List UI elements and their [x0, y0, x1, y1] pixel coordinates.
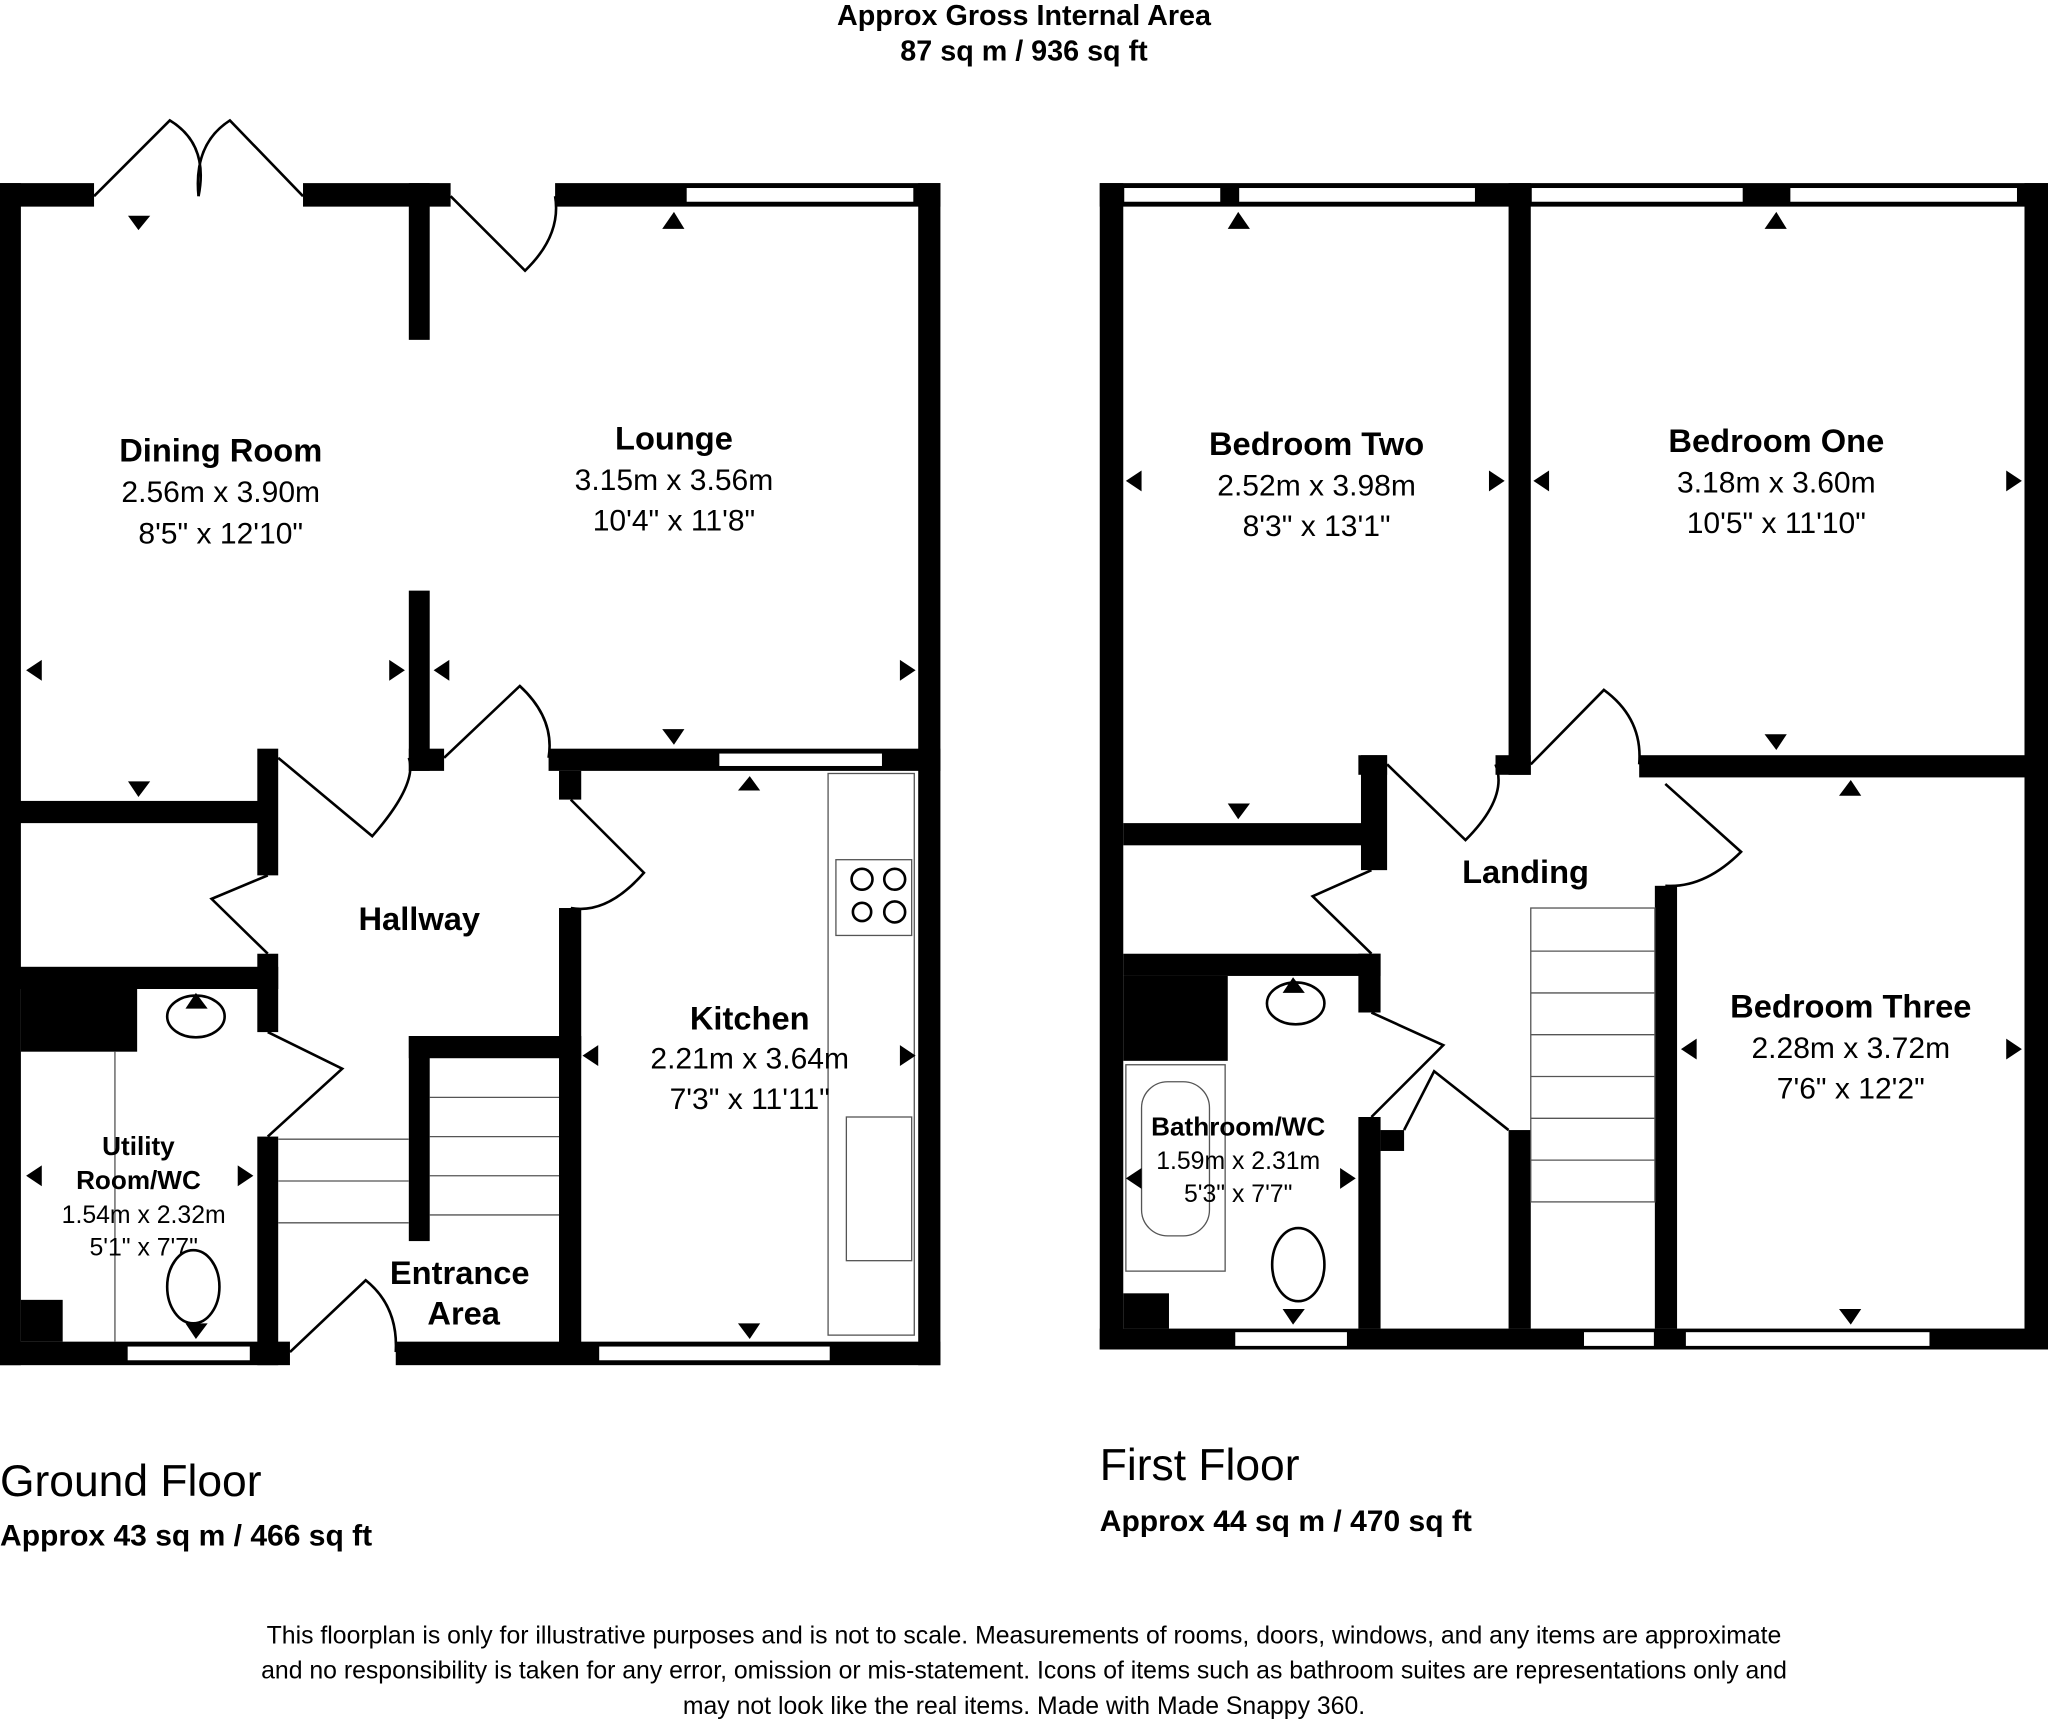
- bathroom-name: Bathroom/WC: [1151, 1111, 1325, 1141]
- lounge-metric: 3.15m x 3.56m: [575, 464, 774, 497]
- bedroom-two-imperial: 8'3" x 13'1": [1243, 510, 1391, 543]
- dimension-arrows-first: [1125, 211, 2022, 1325]
- disclaimer-line-2: and no responsibility is taken for any e…: [261, 1658, 1787, 1685]
- landing-name: Landing: [1462, 853, 1589, 890]
- ground-floor-plan: Dining Room 2.56m x 3.90m 8'5" x 12'10" …: [0, 118, 941, 1366]
- dining-room-metric: 2.56m x 3.90m: [121, 476, 320, 509]
- lounge-imperial: 10'4" x 11'8": [593, 505, 755, 538]
- bathroom-imperial: 5'3" x 7'7": [1184, 1181, 1292, 1208]
- lounge-name: Lounge: [615, 420, 733, 457]
- gross-area-title: Approx Gross Internal Area: [837, 0, 1212, 32]
- dining-room-imperial: 8'5" x 12'10": [138, 518, 303, 551]
- dimension-arrows: [26, 211, 916, 1340]
- entrance-name-2: Area: [427, 1295, 500, 1332]
- kitchen-imperial: 7'3" x 11'11": [670, 1083, 830, 1116]
- bedroom-two-metric: 2.52m x 3.98m: [1217, 469, 1416, 502]
- ground-floor-area: Approx 43 sq m / 466 sq ft: [0, 1519, 372, 1552]
- bedroom-two-name: Bedroom Two: [1209, 425, 1424, 462]
- disclaimer-line-3: may not look like the real items. Made w…: [683, 1693, 1365, 1720]
- disclaimer-line-1: This floorplan is only for illustrative …: [267, 1622, 1782, 1649]
- utility-name-1: Utility: [102, 1131, 175, 1161]
- first-floor-area: Approx 44 sq m / 470 sq ft: [1100, 1505, 1472, 1538]
- bedroom-one-metric: 3.18m x 3.60m: [1677, 467, 1876, 500]
- bathroom-metric: 1.59m x 2.31m: [1156, 1148, 1320, 1175]
- bedroom-three-metric: 2.28m x 3.72m: [1751, 1032, 1950, 1065]
- bedroom-one-name: Bedroom One: [1668, 422, 1884, 459]
- first-floor-plan: Bedroom Two 2.52m x 3.98m 8'3" x 13'1" B…: [1099, 183, 2048, 1350]
- first-floor-label: First Floor: [1100, 1441, 1300, 1490]
- utility-name-2: Room/WC: [76, 1165, 201, 1195]
- dining-room-name: Dining Room: [119, 431, 322, 468]
- ground-floor-label: Ground Floor: [0, 1457, 262, 1506]
- gross-area-value: 87 sq m / 936 sq ft: [900, 35, 1148, 67]
- entrance-name-1: Entrance: [390, 1254, 530, 1291]
- bedroom-three-imperial: 7'6" x 12'2": [1777, 1073, 1925, 1106]
- bedroom-three-name: Bedroom Three: [1730, 988, 1971, 1025]
- utility-metric: 1.54m x 2.32m: [62, 1202, 226, 1229]
- bedroom-one-imperial: 10'5" x 11'10": [1687, 507, 1866, 540]
- kitchen-name: Kitchen: [690, 999, 810, 1036]
- kitchen-metric: 2.21m x 3.64m: [650, 1043, 849, 1076]
- utility-imperial: 5'1" x 7'7": [89, 1234, 197, 1261]
- hallway-name: Hallway: [358, 900, 480, 937]
